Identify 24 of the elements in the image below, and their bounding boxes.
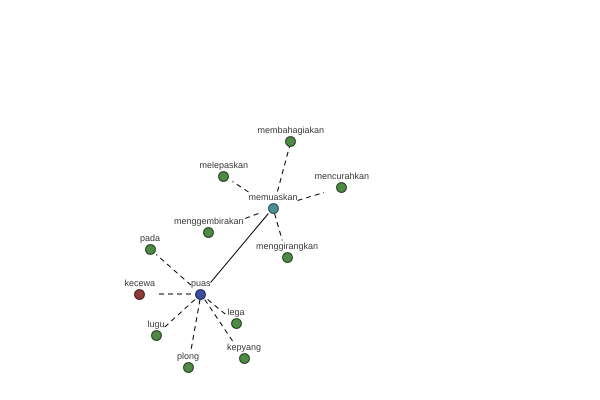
- connector-line: [156, 254, 192, 286]
- node-label: kecewa: [124, 278, 156, 288]
- connector-line: [204, 299, 234, 342]
- connector-line: [274, 213, 283, 241]
- connector-line: [210, 213, 269, 284]
- node-label: kepyang: [227, 342, 262, 352]
- connector-line: [190, 299, 201, 351]
- node-label: puas: [191, 278, 211, 288]
- node-label: lega: [228, 306, 245, 318]
- connector-line: [276, 146, 290, 192]
- connector-line: [164, 299, 196, 328]
- node-label: pada: [140, 232, 160, 244]
- node-label: membahagiakan: [258, 124, 324, 136]
- connector-line: [243, 213, 259, 220]
- node-label: lugu: [148, 318, 165, 330]
- node-label: menggembirakan: [174, 216, 244, 226]
- node-label: plong: [177, 350, 200, 362]
- connector-line: [297, 192, 324, 202]
- node-label: memuaskan: [248, 192, 298, 202]
- connector-line: [232, 181, 249, 192]
- node-label: menggirangkan: [256, 240, 318, 252]
- node-label: melepaskan: [200, 160, 248, 170]
- connector-line: [207, 299, 228, 316]
- node-label: mencurahkan: [314, 170, 370, 182]
